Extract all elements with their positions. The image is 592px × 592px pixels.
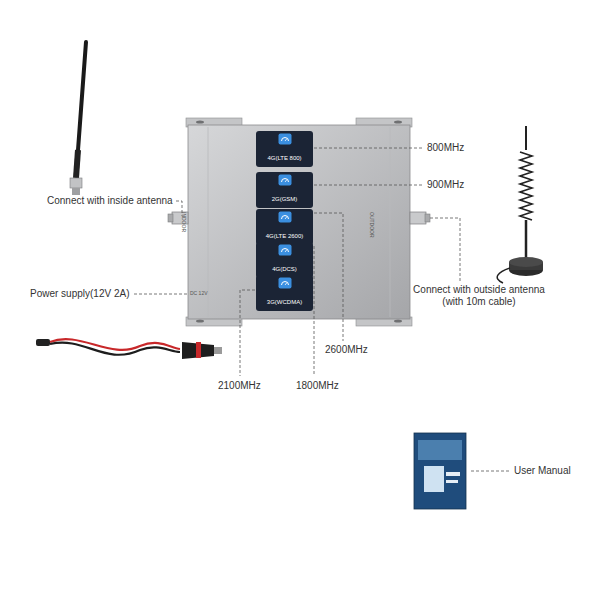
band-panel: 4G(LTE 800) [256, 131, 313, 167]
callout-label: 800MHz [427, 142, 464, 154]
band-icon [278, 174, 292, 186]
housing-marking: DC 12V [190, 291, 208, 297]
housing-marking: INDOOR [180, 212, 186, 232]
band-icon [278, 277, 292, 289]
band-icon [278, 244, 292, 256]
callout-label: 900MHz [427, 179, 464, 191]
band-panel: 4G(DCS) [256, 242, 313, 278]
band-label: 3G(WCDMA) [267, 299, 302, 306]
callout-label: 2100MHz [218, 380, 261, 392]
band-icon [278, 211, 292, 223]
band-label: 2G(GSM) [272, 196, 298, 203]
callout-label: Connect with inside antenna [47, 195, 173, 207]
callout-label: 2600MHz [325, 344, 368, 356]
band-panel: 2G(GSM) [256, 172, 313, 208]
housing-marking: OUTDOOR [368, 212, 374, 238]
band-panel: 3G(WCDMA) [256, 275, 313, 311]
band-label: 4G(DCS) [272, 266, 297, 273]
band-icon [278, 133, 292, 145]
band-panel: 4G(LTE 2600) [256, 209, 313, 245]
callout-label: 1800MHz [296, 380, 339, 392]
callout-label: User Manual [514, 465, 571, 477]
callout-label: Connect with outside antenna (with 10m c… [404, 284, 554, 307]
band-label: 4G(LTE 800) [267, 155, 301, 162]
band-label: 4G(LTE 2600) [266, 233, 304, 240]
callout-label: Power supply(12V 2A) [30, 288, 130, 300]
